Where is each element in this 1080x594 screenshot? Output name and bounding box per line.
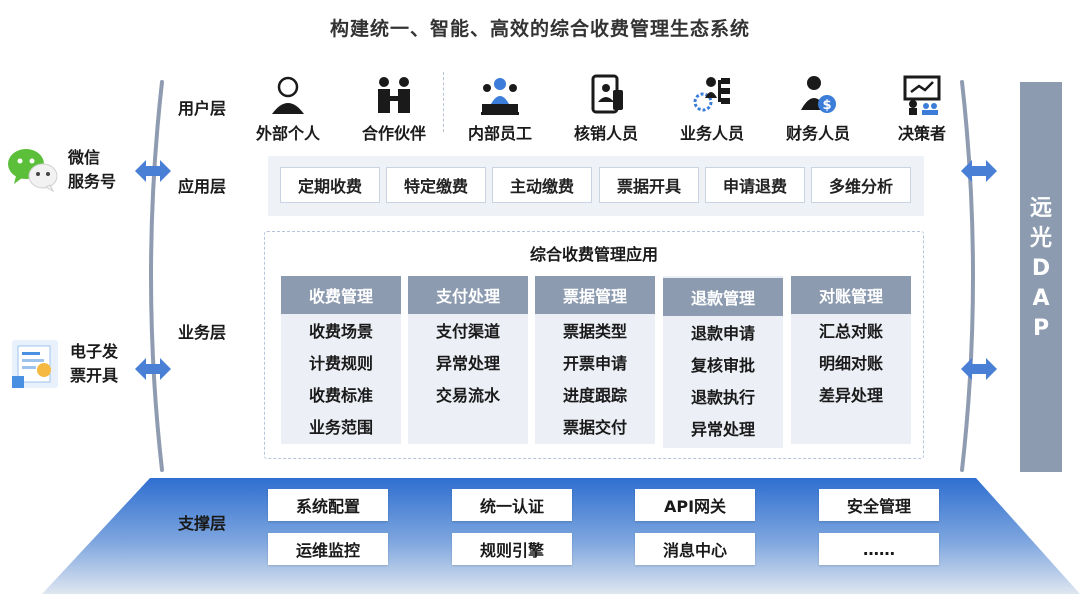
svg-text:$: $ [822, 98, 831, 113]
module-header[interactable]: 收费管理 [281, 276, 401, 314]
einvoice-channel: 电子发 票开具 [8, 336, 118, 392]
module-item: 计费规则 [308, 354, 373, 373]
module-item: 交易流水 [435, 386, 500, 405]
dap-platform-bar: 远 光 D A P [1020, 82, 1062, 472]
partners-icon [378, 77, 410, 113]
support-item-rule-engine[interactable]: 规则引擎 [452, 533, 572, 565]
finance-staff-icon: $ [801, 76, 836, 113]
wechat-label-line1: 微信 [68, 148, 101, 167]
app-item-refund-request[interactable]: 申请退费 [705, 167, 805, 203]
app-item-scheduled-charge[interactable]: 定期收费 [280, 167, 380, 203]
wechat-channel: 微信 服务号 [6, 145, 116, 195]
einvoice-label-line1: 电子发 [70, 342, 119, 361]
support-layer-label: 支撑层 [178, 514, 227, 533]
app-item-invoice-issuing[interactable]: 票据开具 [599, 167, 699, 203]
module-header[interactable]: 票据管理 [535, 276, 655, 314]
module-item: 票据类型 [562, 322, 627, 341]
verifier-icon [591, 74, 623, 114]
module-header[interactable]: 支付处理 [408, 276, 528, 314]
business-staff-icon [693, 77, 730, 112]
app-item-multidim-analysis[interactable]: 多维分析 [811, 167, 911, 203]
module-invoice-management: 票据管理 票据类型 开票申请 进度跟踪 票据交付 [535, 276, 655, 444]
left-lower-double-arrow [135, 358, 171, 380]
module-reconciliation-management: 对账管理 汇总对账 明细对账 差异处理 [791, 276, 911, 444]
person-icon [272, 76, 304, 114]
dap-char: 光 [1029, 226, 1052, 251]
dap-char: P [1032, 316, 1050, 341]
support-item-security-management[interactable]: 安全管理 [819, 489, 939, 521]
user-finance-staff: $ 财务人员 [768, 70, 868, 144]
app-item-active-payment[interactable]: 主动缴费 [492, 167, 592, 203]
right-bracket-arc [960, 80, 975, 472]
support-item-more[interactable]: …… [819, 533, 939, 565]
support-item-system-config[interactable]: 系统配置 [268, 489, 388, 521]
support-item-api-gateway[interactable]: API网关 [635, 489, 755, 521]
module-item: 开票申请 [562, 354, 627, 373]
module-charge-management: 收费管理 收费场景 计费规则 收费标准 业务范围 [281, 276, 401, 444]
module-item: 退款执行 [690, 388, 755, 407]
right-upper-double-arrow [961, 160, 997, 182]
business-layer-label: 业务层 [178, 323, 227, 342]
user-partner: 合作伙伴 [344, 70, 444, 144]
presenter-icon [903, 75, 941, 115]
user-decision-maker: 决策者 [872, 70, 972, 144]
module-item: 复核审批 [690, 356, 755, 375]
module-item: 进度跟踪 [562, 386, 627, 405]
wechat-label-line2: 服务号 [68, 172, 117, 191]
module-item: 异常处理 [435, 354, 500, 373]
module-item: 差异处理 [818, 386, 883, 405]
user-divider [443, 72, 444, 132]
module-refund-management: 退款管理 退款申请 复核审批 退款执行 异常处理 [663, 276, 783, 448]
user-verifier: 核销人员 [556, 70, 656, 144]
user-layer-label: 用户层 [178, 99, 227, 118]
app-layer-label: 应用层 [178, 177, 227, 196]
module-item: 异常处理 [690, 420, 755, 439]
module-item: 业务范围 [308, 418, 373, 437]
business-layer-box [264, 231, 924, 459]
left-upper-double-arrow [135, 160, 171, 182]
left-bracket-arc [149, 80, 164, 472]
module-item: 汇总对账 [818, 322, 883, 341]
module-header[interactable]: 退款管理 [663, 278, 783, 316]
module-item: 退款申请 [690, 324, 755, 343]
user-internal-employee: 内部员工 [450, 70, 550, 144]
support-item-unified-auth[interactable]: 统一认证 [452, 489, 572, 521]
app-item-specific-payment[interactable]: 特定缴费 [386, 167, 486, 203]
einvoice-label-line2: 票开具 [70, 366, 119, 385]
support-item-message-center[interactable]: 消息中心 [635, 533, 755, 565]
module-item: 收费标准 [308, 386, 373, 405]
employee-icon [481, 78, 519, 115]
diagram-title: 构建统一、智能、高效的综合收费管理生态系统 [329, 18, 750, 40]
user-row: 外部个人 合作伙伴 内部员工 核销人员 [250, 70, 960, 150]
wechat-icon [8, 149, 58, 193]
support-item-ops-monitoring[interactable]: 运维监控 [268, 533, 388, 565]
module-item: 收费场景 [308, 322, 373, 341]
business-layer-title: 综合收费管理应用 [529, 245, 658, 264]
dap-char: D [1031, 256, 1051, 281]
right-lower-double-arrow [961, 358, 997, 380]
einvoice-icon [12, 340, 58, 388]
module-item: 支付渠道 [435, 322, 500, 341]
module-item: 明细对账 [818, 354, 883, 373]
module-item: 票据交付 [562, 418, 627, 437]
user-external-person: 外部个人 [238, 70, 338, 144]
dap-char: A [1032, 286, 1050, 311]
module-header[interactable]: 对账管理 [791, 276, 911, 314]
user-business-staff: 业务人员 [662, 70, 762, 144]
dap-char: 远 [1029, 196, 1052, 221]
module-payment-processing: 支付处理 支付渠道 异常处理 交易流水 [408, 276, 528, 444]
